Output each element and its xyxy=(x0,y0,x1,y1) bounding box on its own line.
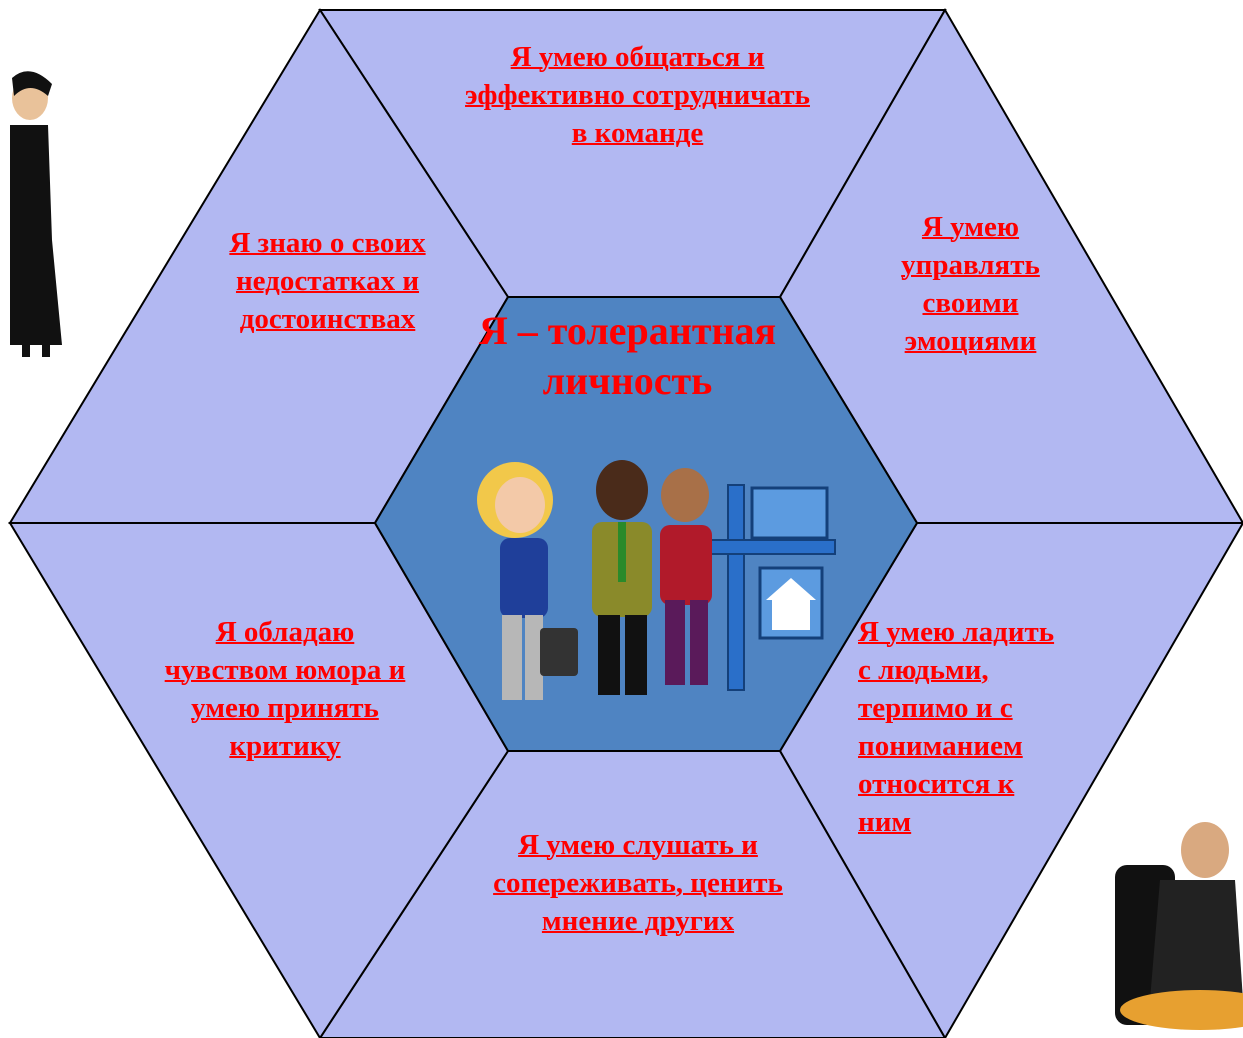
segment-text-bottom[interactable]: Я умею слушать и сопереживать, ценить мн… xyxy=(478,826,798,940)
segment-text-bottom-right[interactable]: Я умею ладить с людьми, терпимо и с пони… xyxy=(858,613,1073,841)
man-at-desk-icon xyxy=(1115,822,1243,1030)
segment-link-top[interactable]: Я умею общаться и эффективно сотрудничат… xyxy=(465,41,810,149)
sold-sign-icon xyxy=(699,484,836,691)
outer-hexagon xyxy=(8,8,1243,1038)
segment-link-top-right[interactable]: Я умею управлять своими эмоциями xyxy=(901,211,1040,357)
center-title-line2: личность xyxy=(542,358,713,403)
segment-link-bottom-right[interactable]: Я умею ладить с людьми, терпимо и с пони… xyxy=(858,616,1055,838)
segment-link-bottom[interactable]: Я умею слушать и сопереживать, ценить мн… xyxy=(493,829,783,937)
segment-text-top-right[interactable]: Я умею управлять своими эмоциями xyxy=(878,208,1063,360)
center-title: Я – толерантная личность xyxy=(420,306,835,406)
people-handshake-icon xyxy=(477,460,836,700)
segment-text-bottom-left[interactable]: Я обладаю чувством юмора и умею принять … xyxy=(160,613,410,765)
segment-text-top-left[interactable]: Я знаю о своих недостатках и достоинства… xyxy=(195,224,460,338)
woman-walking-icon xyxy=(10,71,62,357)
segment-text-top[interactable]: Я умею общаться и эффективно сотрудничат… xyxy=(465,38,810,152)
center-title-line1: Я – толерантная xyxy=(478,308,777,353)
segment-link-top-left[interactable]: Я знаю о своих недостатках и достоинства… xyxy=(229,227,426,335)
segment-link-bottom-left[interactable]: Я обладаю чувством юмора и умею принять … xyxy=(164,616,406,762)
